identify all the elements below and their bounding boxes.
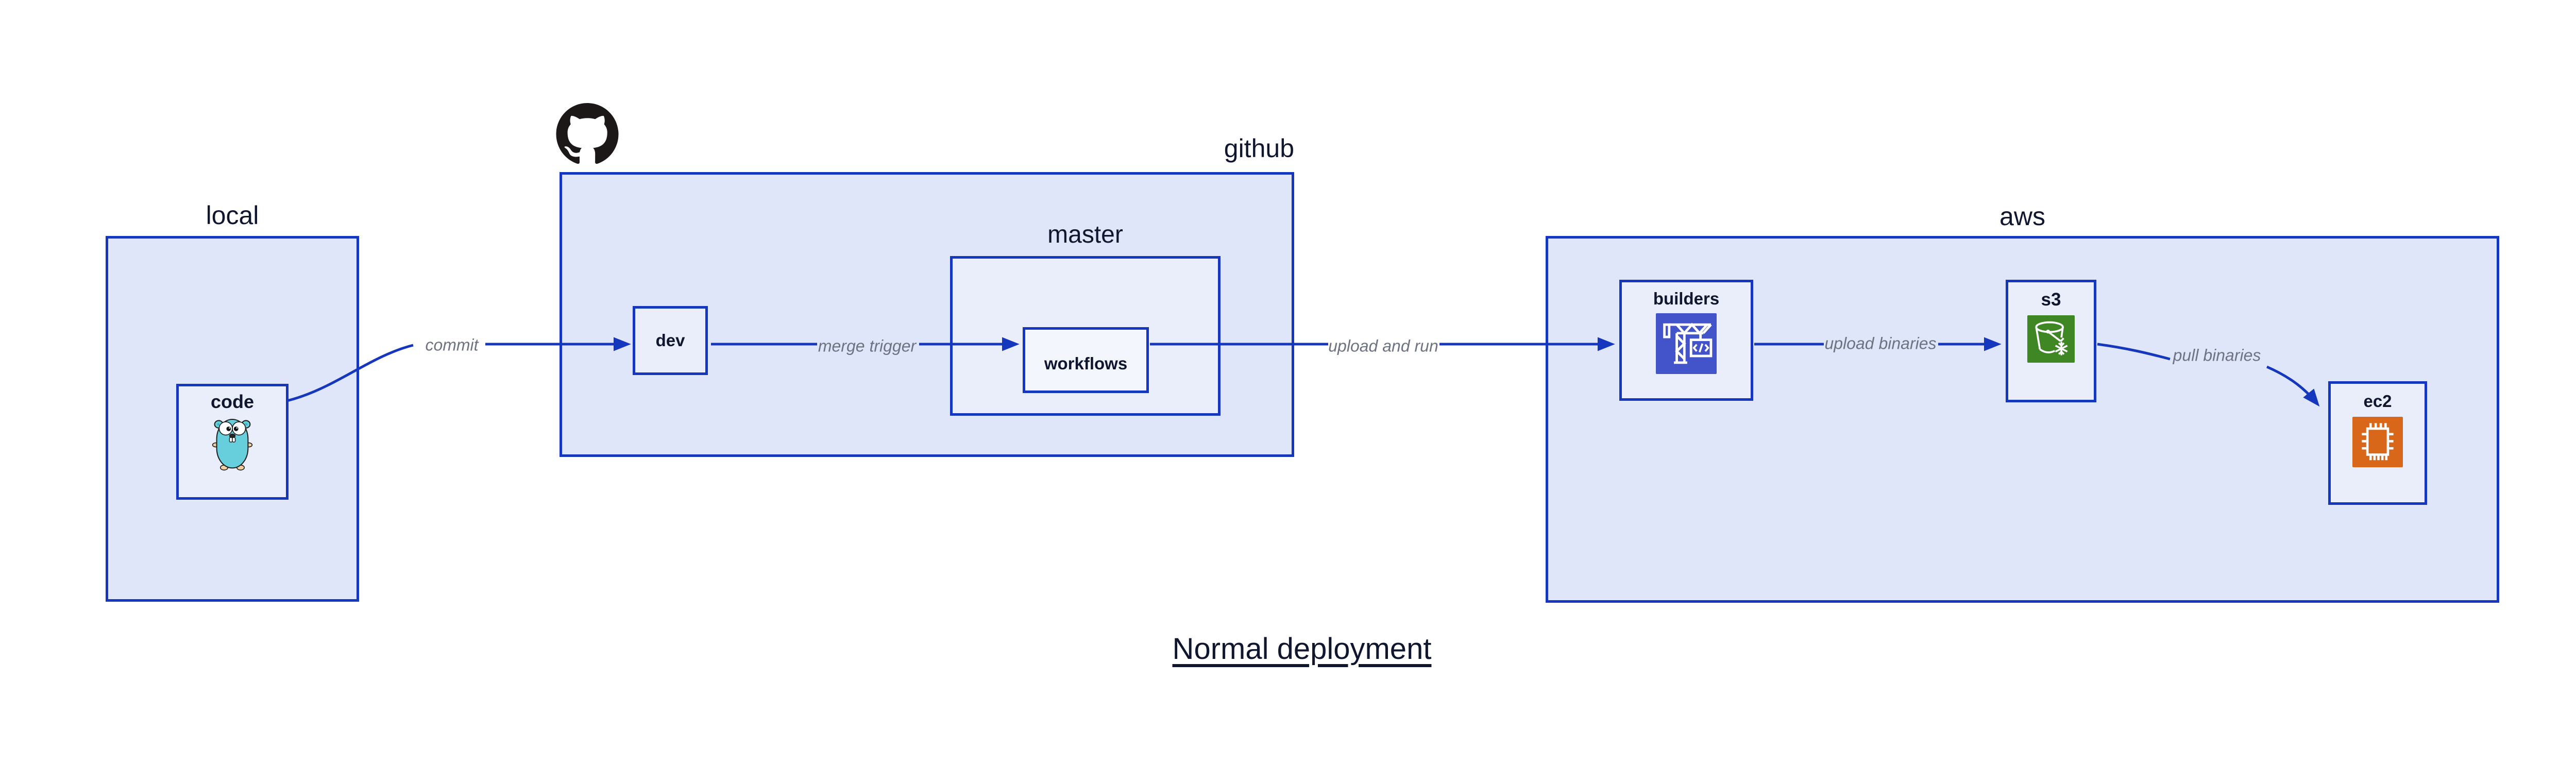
s3-node-label: s3 (2041, 290, 2061, 310)
edge-label-upload-binaries: upload binaries (1824, 334, 1937, 353)
ec2-node-label: ec2 (2363, 392, 2392, 411)
workflows-node: workflows (1023, 327, 1149, 393)
ec2-node: ec2 (2328, 381, 2427, 505)
github-logo-icon (556, 103, 619, 164)
aws-s3-bucket-icon (2027, 315, 2075, 363)
dev-node: dev (633, 306, 708, 375)
dev-node-label: dev (655, 331, 685, 350)
code-node-label: code (210, 391, 255, 412)
edge-label-merge-trigger: merge trigger (818, 336, 917, 355)
go-gopher-icon (212, 419, 253, 471)
edge-label-commit: commit (425, 335, 479, 354)
master-group-label: master (1047, 221, 1123, 248)
github-group-label: github (1224, 134, 1294, 163)
edge-label-pull-binaries: pull binaries (2173, 346, 2261, 365)
edge-label-upload-and-run: upload and run (1328, 336, 1438, 355)
builders-node: builders (1619, 280, 1753, 401)
s3-node: s3 (2006, 280, 2096, 402)
code-node: code (176, 384, 289, 500)
aws-group-label: aws (1999, 202, 2045, 231)
workflows-node-label: workflows (1044, 354, 1128, 373)
aws-ec2-chip-icon (2352, 417, 2403, 467)
diagram-title: Normal deployment (1172, 632, 1432, 666)
builders-node-label: builders (1653, 289, 1720, 308)
local-group-label: local (206, 201, 259, 230)
aws-codebuild-crane-icon (1656, 313, 1717, 374)
